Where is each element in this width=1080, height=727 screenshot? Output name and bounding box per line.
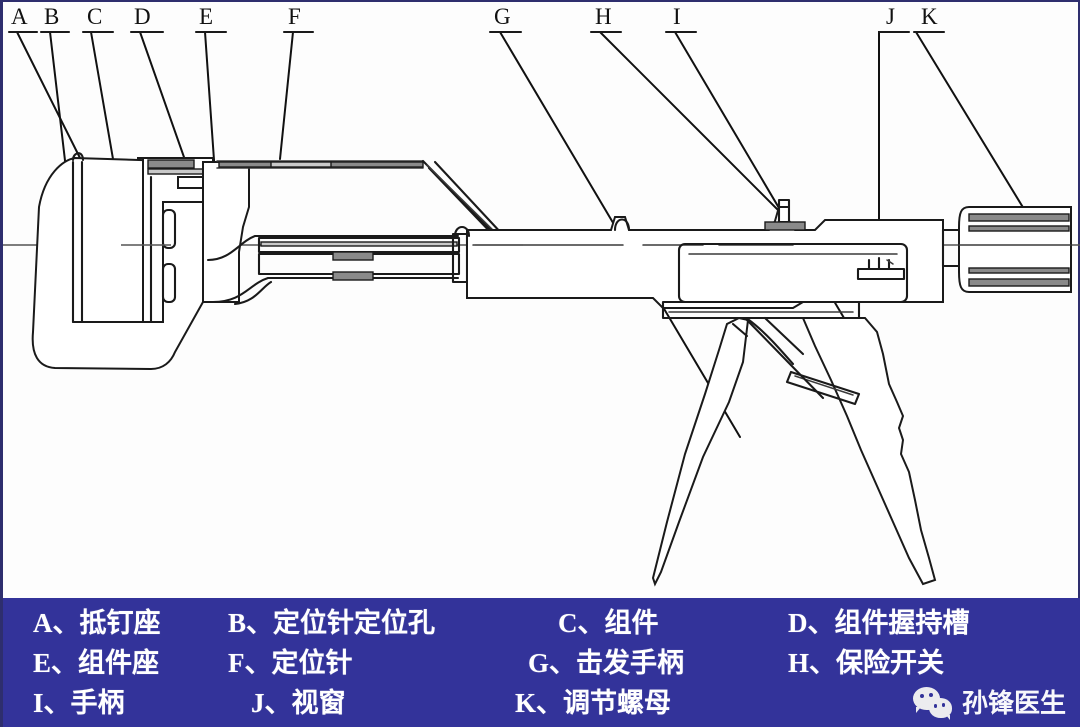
- linkage-bar: [745, 318, 825, 400]
- callout-letter-e: E: [199, 4, 214, 29]
- legend-row-1: A、抵钉座 B、定位针定位孔 C、组件 D、组件握持槽: [3, 604, 1080, 642]
- callout-letter-f: F: [288, 4, 301, 29]
- legend-item-j: J、视窗: [251, 688, 346, 718]
- drawing-area: .ln{fill:none;stroke:#1a1a1a;stroke-widt…: [0, 0, 1080, 598]
- leader-line-d: [139, 31, 186, 161]
- safety-switch-base: [764, 221, 806, 231]
- legend-panel: A、抵钉座 B、定位针定位孔 C、组件 D、组件握持槽 E、组件座 F、定位针 …: [0, 598, 1080, 727]
- leader-line-k: [915, 31, 1039, 233]
- leader-line-a: [16, 31, 82, 161]
- legend-item-f: F、定位针: [228, 648, 353, 678]
- window-tick-flag: [886, 259, 894, 265]
- adjustment-nut-group: [941, 206, 1072, 293]
- firing-handle-pivot-mark: [731, 322, 749, 338]
- main-body-housing: [466, 206, 944, 309]
- component-grip-slot-upper: [161, 208, 177, 250]
- legend-item-a: A、抵钉座: [33, 608, 161, 638]
- pin-brace-inner-1: [427, 166, 499, 241]
- shoulder-curve-lower: [211, 276, 460, 304]
- leader-line-h: [599, 31, 793, 225]
- nut-knurl-4: [968, 278, 1070, 287]
- pin-brace-inner-3: [426, 164, 500, 237]
- handle-grip: [801, 317, 937, 586]
- window-indicator-bar: [856, 267, 906, 281]
- nut-knurl-2: [968, 225, 1070, 232]
- legend-item-g: G、击发手柄: [528, 648, 685, 678]
- body-stud-1: [613, 218, 631, 232]
- nut-knurl-3: [968, 267, 1070, 274]
- callout-letter-h: H: [595, 4, 612, 29]
- callout-letter-i: I: [673, 4, 681, 29]
- window-indicator-group: [856, 256, 906, 281]
- legend-item-e: E、组件座: [33, 648, 160, 678]
- legend-item-i: I、手柄: [33, 688, 125, 718]
- firing-handle-lever: [651, 316, 750, 587]
- seat-dark-slot: [147, 159, 195, 169]
- legend-item-d: D、组件握持槽: [788, 608, 970, 638]
- callout-letter-b: B: [44, 4, 60, 29]
- shoulder-curve-inner: [233, 280, 273, 306]
- body-stud-0: [453, 225, 471, 238]
- callout-letter-a: A: [11, 4, 28, 29]
- seat-to-shaft-transition: [202, 161, 250, 303]
- callout-letter-d: D: [134, 4, 151, 29]
- safety-switch-group: [764, 198, 806, 231]
- watermark: 孙锋医生: [912, 687, 1066, 721]
- anvil-shaft-tip: [71, 152, 85, 162]
- legend-row-2: E、组件座 F、定位针 G、击发手柄 H、保险开关: [3, 644, 1080, 682]
- leader-line-f: [279, 31, 294, 160]
- callout-letter-c: C: [87, 4, 103, 29]
- wechat-icon: [912, 687, 955, 721]
- shaft-collar-lower: [332, 271, 374, 281]
- component-grip-slot-lower: [161, 262, 177, 304]
- watermark-text: 孙锋医生: [961, 689, 1066, 718]
- stapler-line-drawing: .ln{fill:none;stroke:#1a1a1a;stroke-widt…: [3, 30, 1080, 587]
- pin-brace-inner-2: [433, 160, 505, 237]
- linkage-bar-2: [763, 316, 805, 356]
- firing-handle-link-upper: [747, 318, 795, 366]
- callout-letter-k: K: [921, 4, 938, 29]
- nut-knurl-1: [968, 213, 1070, 222]
- callout-letter-j: J: [886, 4, 895, 29]
- main-shaft-stripe: [260, 241, 458, 247]
- legend-item-k: K、调节螺母: [515, 688, 672, 718]
- handle-slot: [785, 370, 861, 406]
- callout-letter-g: G: [494, 4, 511, 29]
- legend-row-3: I、手柄 J、视窗 K、调节螺母: [3, 684, 1080, 722]
- legend-item-c: C、组件: [558, 608, 659, 638]
- shoulder-curve-upper: [206, 234, 460, 262]
- legend-item-b: B、定位针定位孔: [228, 608, 436, 638]
- shaft-collar-upper: [332, 251, 374, 261]
- positioning-pin-highlight: [270, 161, 332, 168]
- legend-item-h: H、保险开关: [788, 648, 945, 678]
- trigger-guard-bar: [661, 300, 861, 320]
